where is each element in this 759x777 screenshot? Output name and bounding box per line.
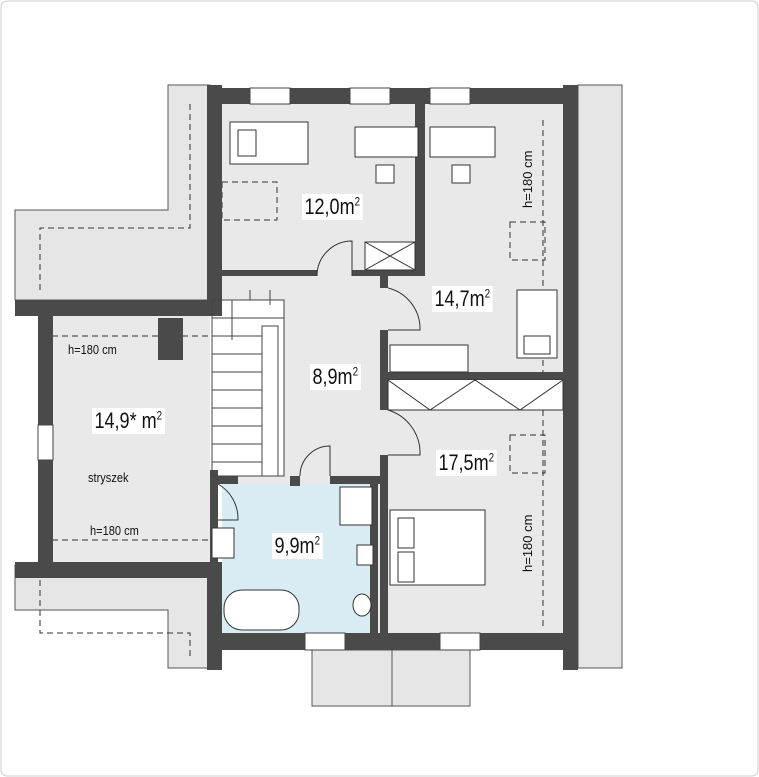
room-area-bedroom-1: 12,0m2 xyxy=(302,194,363,220)
furniture xyxy=(211,121,564,631)
room-area-attic: 14,9* m2 xyxy=(92,408,165,434)
walls xyxy=(15,85,578,670)
room-name-attic: stryszek xyxy=(88,470,129,485)
height-label: h=180 cm xyxy=(520,150,535,208)
room-area-bedroom-2: 14,7m2 xyxy=(432,286,493,312)
stairs xyxy=(211,290,285,477)
height-label: h=180 cm xyxy=(520,514,535,572)
roof-overhangs xyxy=(14,84,623,707)
room-area-bathroom: 9,9m2 xyxy=(272,533,323,559)
height-label: h=180 cm xyxy=(90,523,139,538)
room-area-hall: 8,9m2 xyxy=(310,364,361,390)
windows xyxy=(37,87,481,651)
doors xyxy=(217,240,421,521)
height-label: h=180 cm xyxy=(68,342,117,357)
room-area-bedroom-3: 17,5m2 xyxy=(436,450,497,476)
